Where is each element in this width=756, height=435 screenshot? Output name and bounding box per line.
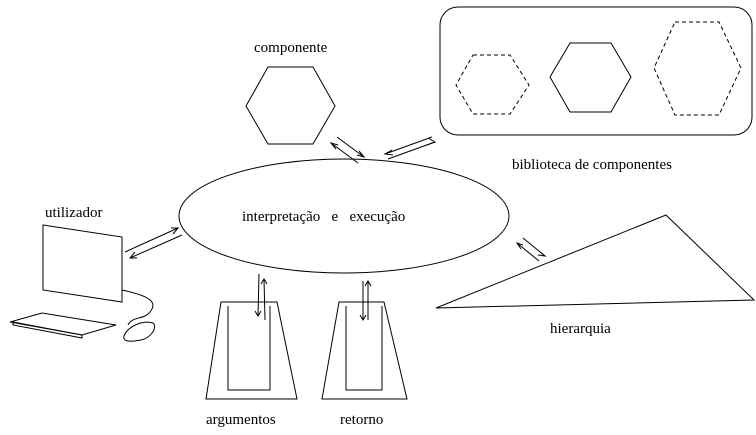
arrow-user-engine (124, 227, 183, 259)
library-dashed-hexagon-large (653, 21, 742, 116)
library-dashed-hexagon-small (455, 54, 530, 115)
return-stack (321, 301, 408, 400)
arguments-inner (227, 306, 271, 391)
monitor (42, 224, 123, 303)
hierarchy-label: hierarquia (550, 321, 611, 337)
arrow-component-engine (329, 136, 366, 164)
keyboard-edge (12, 321, 83, 339)
arguments-label: argumentos (206, 412, 276, 428)
cable (121, 289, 154, 326)
user-label: utilizador (45, 205, 102, 221)
mouse (123, 321, 156, 342)
engine-ellipse (178, 158, 510, 274)
component-hexagon (245, 66, 336, 145)
arrow-library-engine (383, 136, 437, 160)
component-label: componente (254, 40, 328, 56)
return-inner (345, 306, 383, 391)
arrow-hierarchy-engine (515, 237, 547, 262)
arrow-arguments-engine (254, 273, 268, 321)
return-outer (321, 301, 408, 400)
arguments-outer (205, 301, 298, 400)
library-box (439, 6, 753, 136)
arrow-return-engine (359, 280, 372, 321)
return-label: retorno (340, 412, 383, 428)
library-solid-hexagon (549, 42, 632, 113)
library-label: biblioteca de componentes (512, 157, 672, 173)
engine-label: interpretação e execução (242, 209, 405, 225)
arguments-stack (205, 301, 298, 400)
computer-icon (9, 224, 156, 342)
hierarchy-triangle (435, 214, 756, 309)
